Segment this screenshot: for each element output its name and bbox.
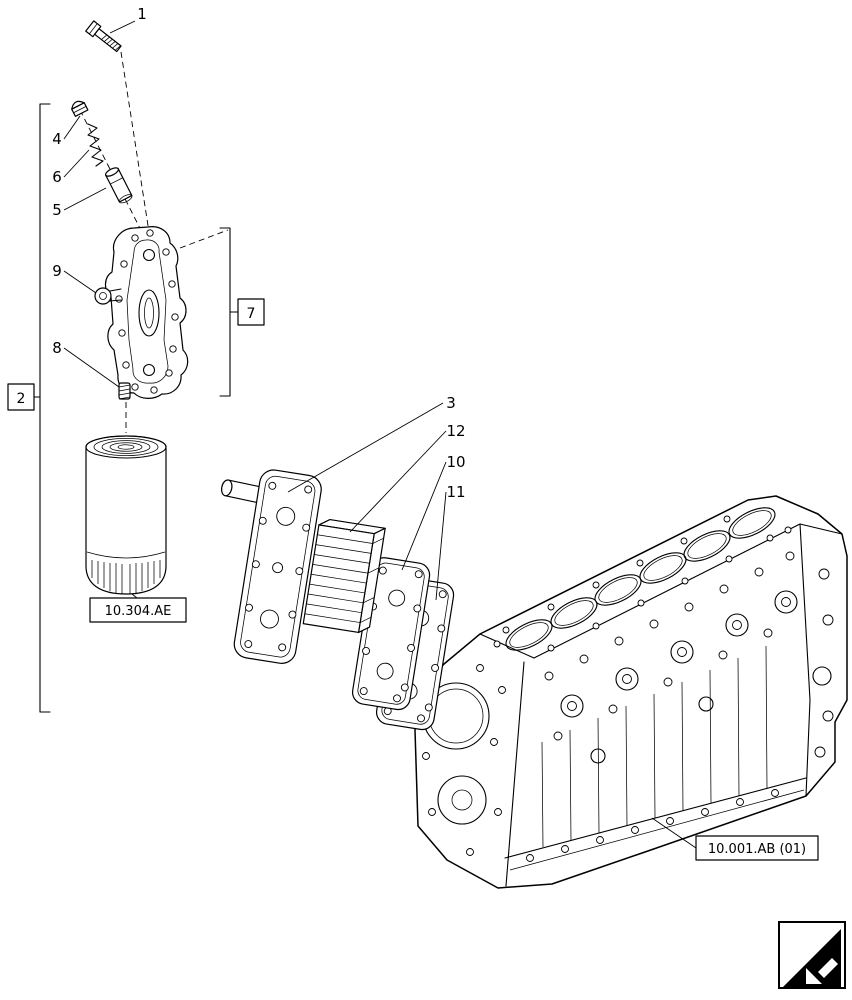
ref-box-crankcase[interactable]: 10.001.AB (01) (695, 835, 819, 861)
cooler-tube (220, 479, 261, 503)
relief-valve-spring-6 (87, 123, 104, 167)
block-right-face-details (812, 568, 834, 758)
callout-box-7[interactable]: 7 (237, 298, 265, 326)
callout-box-2[interactable]: 2 (7, 383, 35, 411)
gasket-plate-3 (233, 469, 322, 664)
callout-3[interactable]: 3 (446, 394, 456, 412)
callout-6[interactable]: 6 (52, 168, 62, 186)
callout-numbers: 1 4 6 5 9 8 3 12 10 11 (52, 5, 465, 501)
callout-11[interactable]: 11 (446, 483, 465, 501)
plug-8 (118, 382, 131, 400)
cylinder-bores (505, 507, 776, 651)
bolt-1 (85, 20, 122, 53)
ref-box-oil-filter[interactable]: 10.304.AE (89, 597, 187, 623)
group-bracket-2 (33, 103, 51, 713)
callout-4[interactable]: 4 (52, 130, 62, 148)
callout-12[interactable]: 12 (446, 422, 465, 440)
callout-2-label[interactable]: 2 (17, 391, 26, 407)
callout-7-label[interactable]: 7 (247, 306, 256, 322)
cooler-cover-plate (104, 226, 189, 399)
page-corner-arrow-icon[interactable] (778, 921, 846, 989)
relief-valve-piston-5 (105, 167, 133, 204)
block-front-face-details (504, 551, 807, 871)
callout-5[interactable]: 5 (52, 201, 62, 219)
callout-8[interactable]: 8 (52, 339, 62, 357)
ref-crankcase-label[interactable]: 10.001.AB (01) (708, 842, 806, 857)
filter-flutes (91, 560, 161, 594)
engine-block (413, 495, 848, 889)
group-bracket-7 (219, 227, 239, 397)
fitting-9 (94, 287, 122, 305)
leader-lines (63, 20, 697, 849)
callout-10[interactable]: 10 (446, 453, 465, 471)
callout-1[interactable]: 1 (137, 5, 147, 23)
relief-valve-plug-4 (71, 100, 89, 117)
oil-filter (85, 435, 167, 595)
cover-plate-holes (115, 229, 179, 394)
deck-bolt-holes (493, 515, 792, 652)
oil-cooler-core (302, 518, 386, 634)
ref-oil-filter-label[interactable]: 10.304.AE (105, 604, 172, 619)
callout-9[interactable]: 9 (52, 262, 62, 280)
